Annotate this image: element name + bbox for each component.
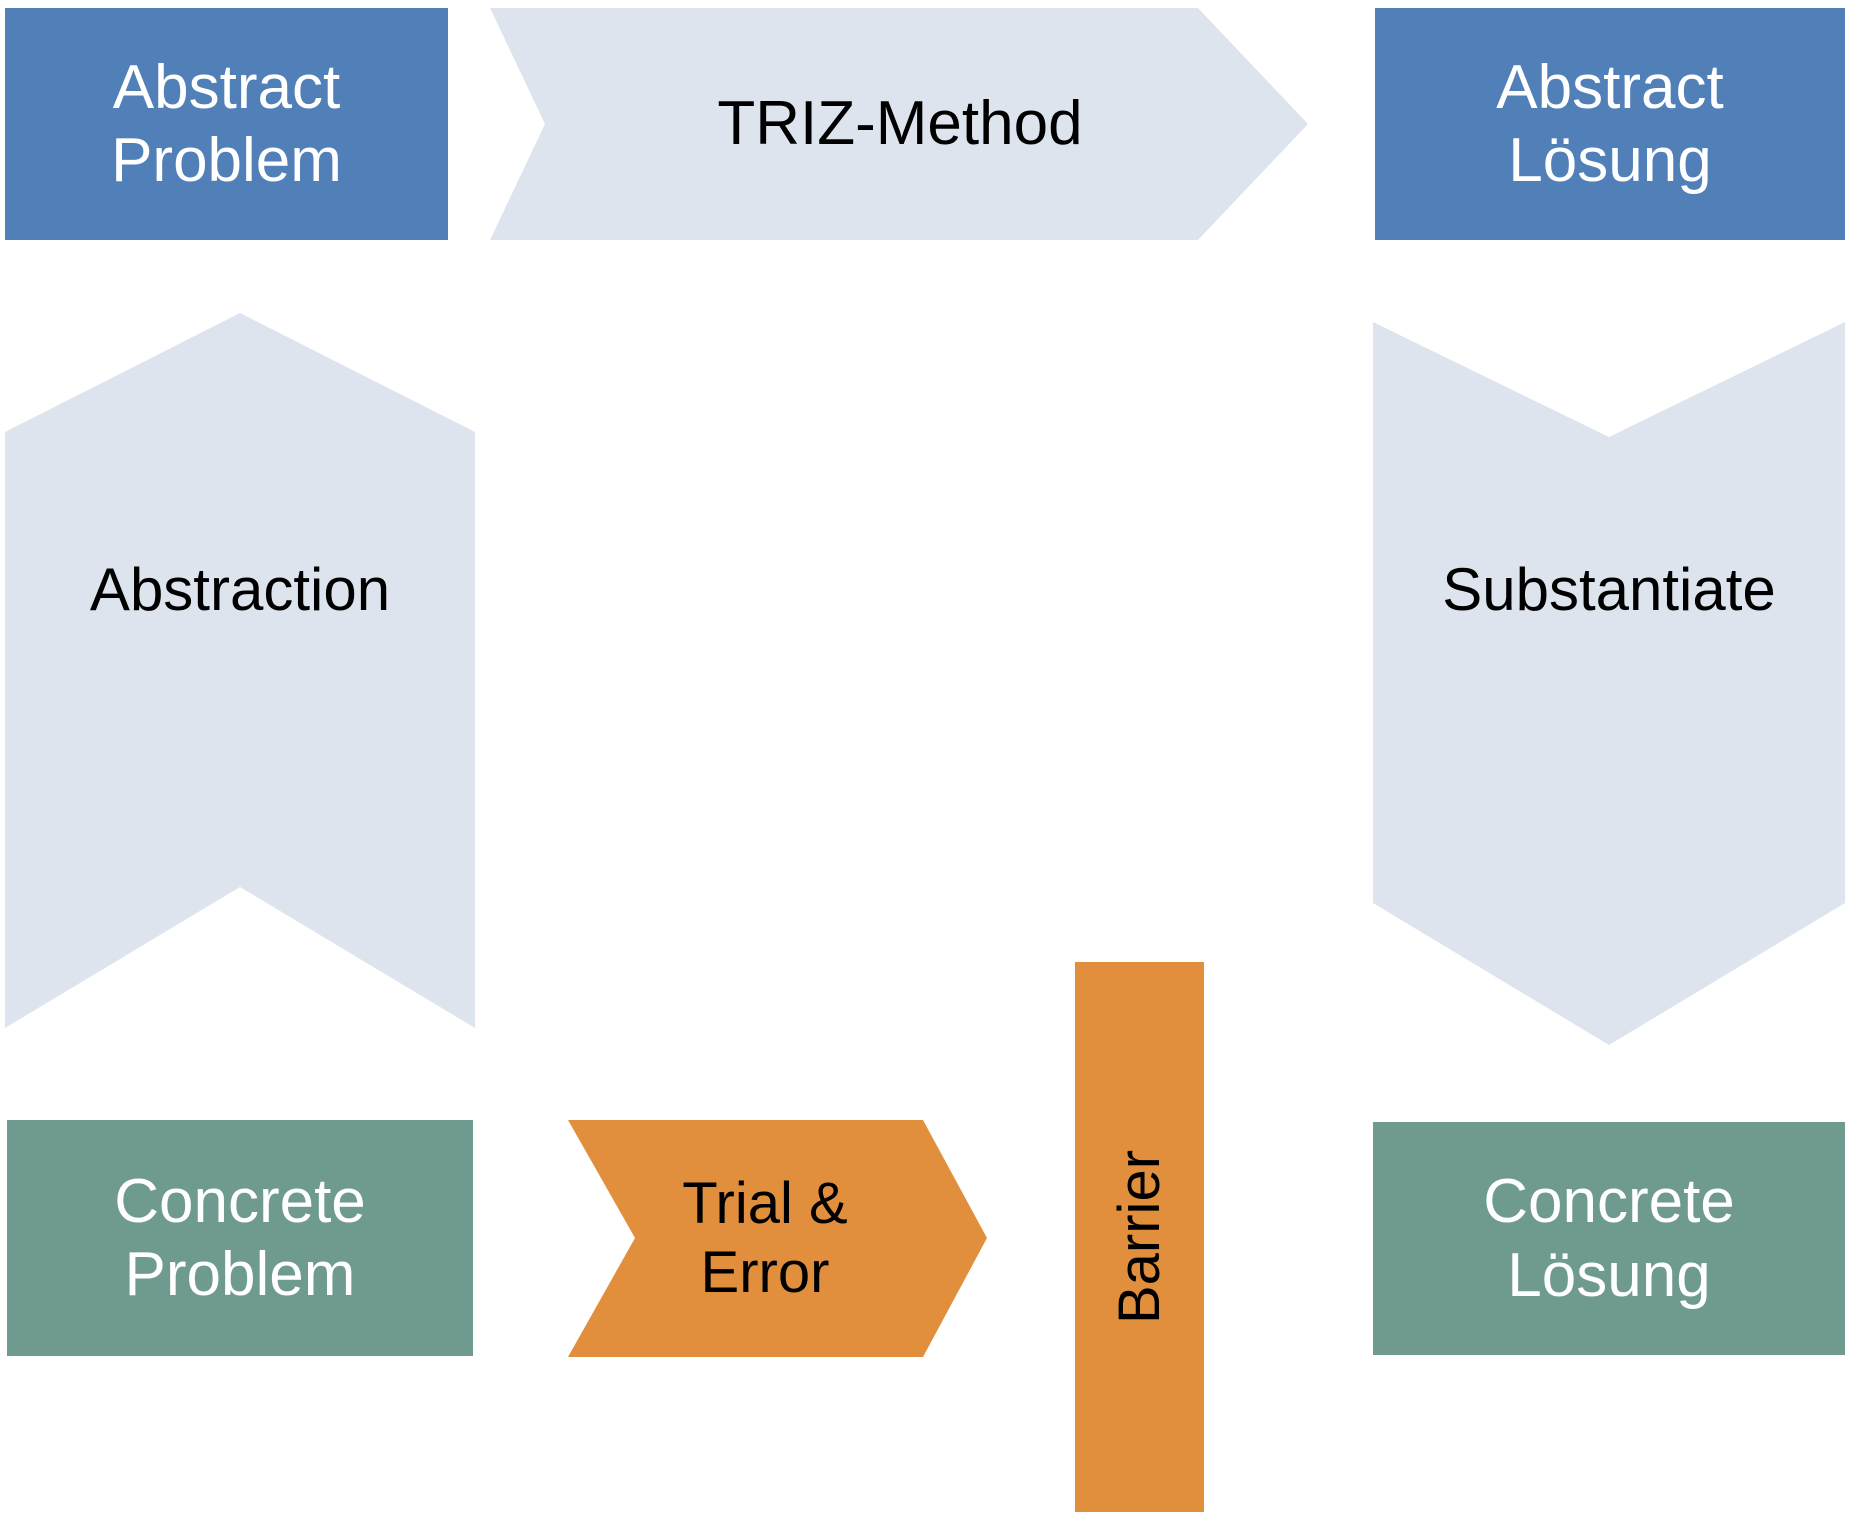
abstract-solution-shape[interactable] — [1375, 8, 1845, 240]
triz-method-shape[interactable] — [490, 8, 1308, 240]
abstraction-shape[interactable] — [5, 313, 475, 1028]
concrete-problem-shape[interactable] — [7, 1120, 473, 1356]
substantiate-shape[interactable] — [1373, 322, 1845, 1045]
trial-error-shape[interactable] — [568, 1120, 987, 1357]
barrier-shape[interactable] — [1075, 962, 1204, 1512]
abstract-problem-shape[interactable] — [5, 8, 448, 240]
concrete-solution-shape[interactable] — [1373, 1122, 1845, 1355]
